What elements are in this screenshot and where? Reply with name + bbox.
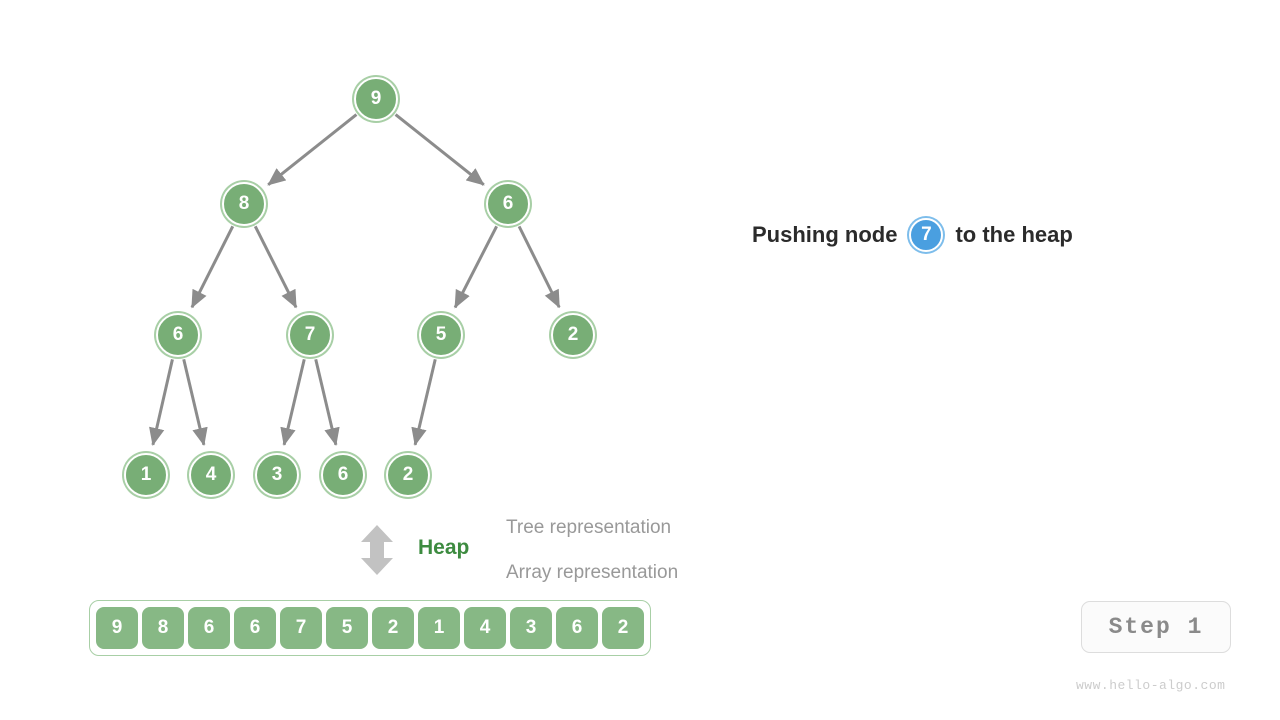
tree-node: 7 xyxy=(288,313,332,357)
push-caption: Pushing node 7 to the heap xyxy=(752,218,1073,252)
array-cell: 8 xyxy=(141,606,185,650)
array-cell: 6 xyxy=(555,606,599,650)
tree-node: 6 xyxy=(156,313,200,357)
tree-node: 3 xyxy=(255,453,299,497)
tree-representation-label: Tree representation xyxy=(506,517,672,538)
double-arrow-vertical-icon xyxy=(361,525,393,575)
step-indicator: Step 1 xyxy=(1081,601,1231,653)
tree-edge xyxy=(253,225,298,309)
tree-node: 5 xyxy=(419,313,463,357)
tree-node: 2 xyxy=(386,453,430,497)
array-cell: 4 xyxy=(463,606,507,650)
array-cell: 6 xyxy=(233,606,277,650)
tree-node: 1 xyxy=(124,453,168,497)
array-cell: 6 xyxy=(187,606,231,650)
tree-node: 9 xyxy=(354,77,398,121)
edge-group xyxy=(149,113,561,446)
tree-edge xyxy=(394,113,485,186)
tree-node: 8 xyxy=(222,182,266,226)
tree-node: 2 xyxy=(551,313,595,357)
tree-edge xyxy=(453,225,498,309)
array-cell: 2 xyxy=(371,606,415,650)
tree-edge xyxy=(267,113,358,186)
tree-edge xyxy=(517,225,561,309)
array-cell: 7 xyxy=(279,606,323,650)
tree-edge xyxy=(190,225,235,309)
array-representation-label: Array representation xyxy=(506,562,679,583)
array-cell: 1 xyxy=(417,606,461,650)
caption-prefix: Pushing node xyxy=(752,222,898,247)
tree-edge xyxy=(149,359,174,446)
array-cell: 3 xyxy=(509,606,553,650)
caption-suffix: to the heap xyxy=(955,222,1073,247)
tree-edge xyxy=(314,358,340,446)
watermark: www.hello-algo.com xyxy=(1076,678,1226,693)
tree-edge xyxy=(280,358,306,446)
tree-edge xyxy=(411,358,437,446)
tree-node: 4 xyxy=(189,453,233,497)
array-cell: 2 xyxy=(601,606,645,650)
tree-node: 6 xyxy=(486,182,530,226)
heap-label: Heap xyxy=(418,536,470,559)
tree-edge xyxy=(182,358,208,446)
array-cell: 9 xyxy=(95,606,139,650)
tree-node: 6 xyxy=(321,453,365,497)
array-cell: 5 xyxy=(325,606,369,650)
pushed-node-badge: 7 xyxy=(909,218,944,252)
